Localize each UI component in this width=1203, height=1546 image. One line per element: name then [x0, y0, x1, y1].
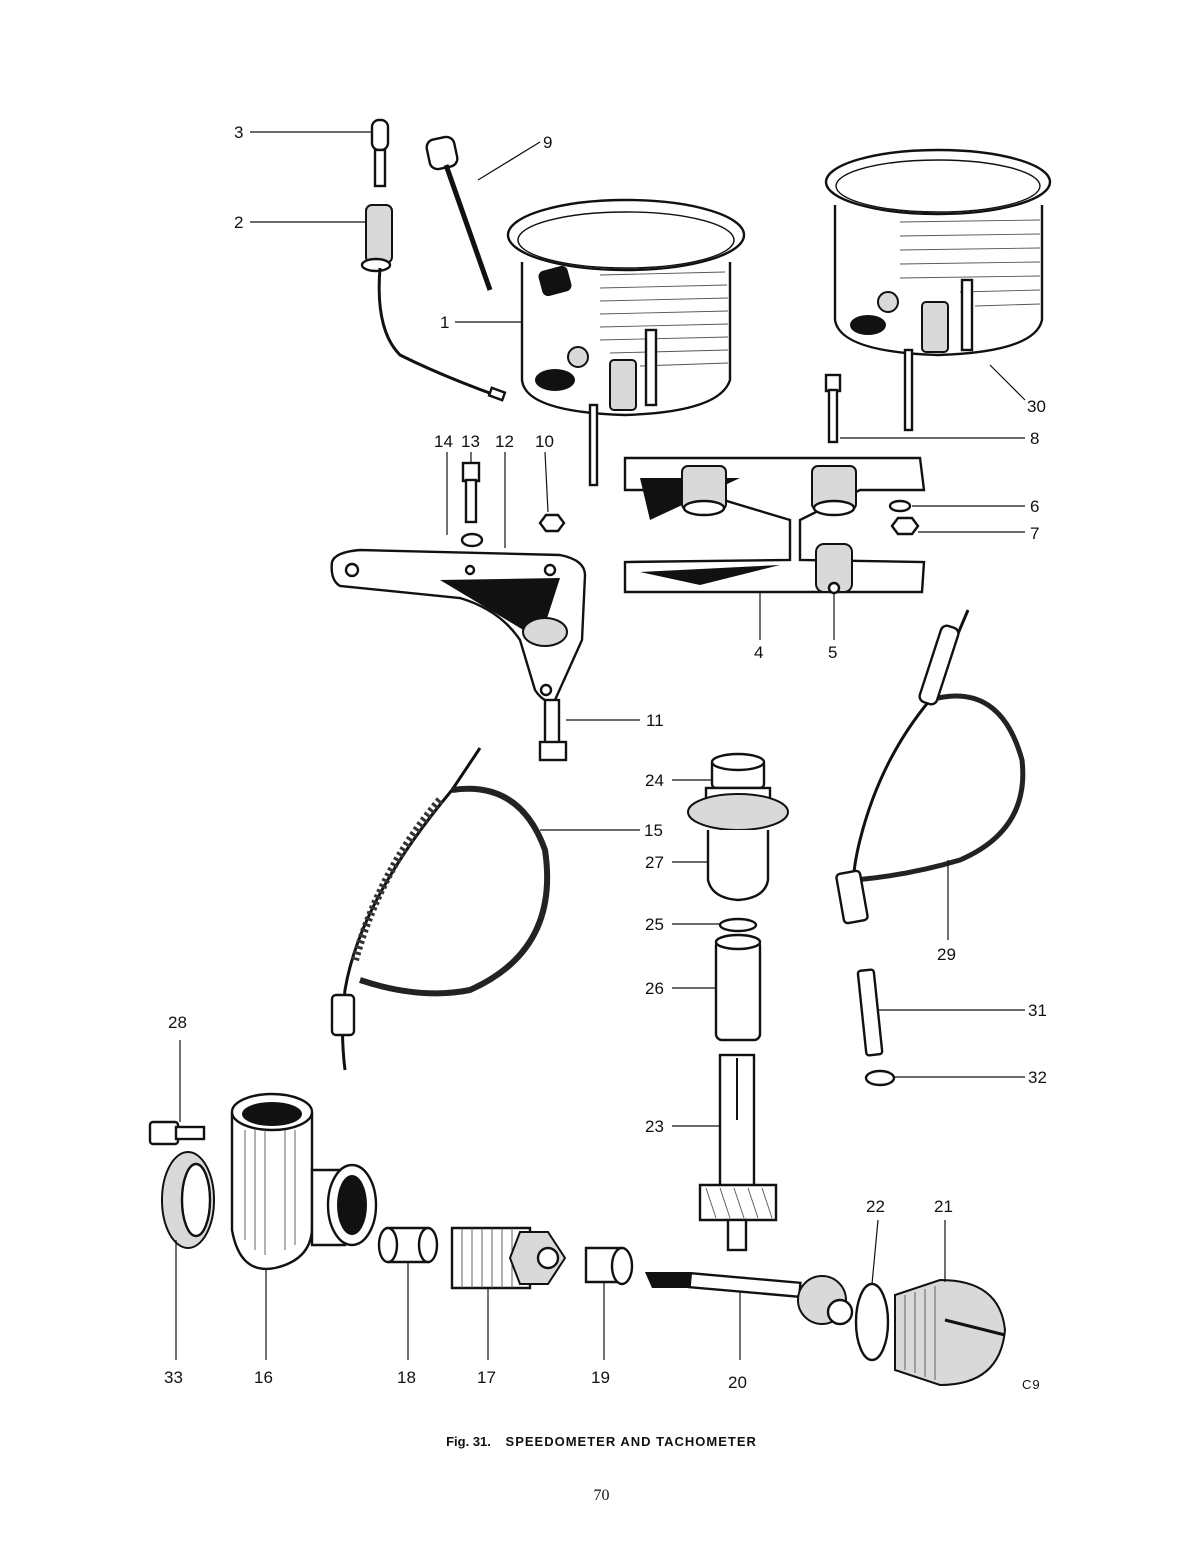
label-18: 18	[397, 1368, 416, 1387]
label-25: 25	[645, 915, 664, 934]
leader-lines	[175, 131, 1026, 1360]
label-3: 3	[234, 123, 243, 142]
side-bracket	[330, 461, 587, 762]
exploded-parts-diagram: 3 2 9 1 30 8 6 7 4 5 14 13 12 10 11 24 1…	[148, 118, 1052, 1392]
label-26: 26	[645, 979, 664, 998]
label-21: 21	[934, 1197, 953, 1216]
label-10: 10	[535, 432, 554, 451]
bolt-washer-nut	[824, 373, 920, 536]
label-5: 5	[828, 643, 837, 662]
label-24: 24	[645, 771, 664, 790]
label-23: 23	[645, 1117, 664, 1136]
key-and-washer	[856, 968, 896, 1087]
figure-title: SPEEDOMETER AND TACHOMETER	[505, 1434, 757, 1449]
label-11: 11	[646, 711, 664, 730]
speedometer-cable	[330, 747, 551, 1071]
instrument-bracket	[623, 456, 926, 595]
part-labels: 3 2 9 1 30 8 6 7 4 5 14 13 12 10 11 24 1…	[164, 123, 1047, 1392]
label-28: 28	[168, 1013, 187, 1032]
label-20: 20	[728, 1373, 747, 1392]
label-13: 13	[461, 432, 480, 451]
label-12: 12	[495, 432, 514, 451]
label-33: 33	[164, 1368, 183, 1387]
label-22: 22	[866, 1197, 885, 1216]
plate-code: C9	[1022, 1377, 1041, 1392]
label-17: 17	[477, 1368, 496, 1387]
speedometer-head	[506, 198, 746, 487]
drive-housing	[687, 752, 789, 1252]
drive-small-parts	[377, 1226, 1007, 1387]
tachometer-head	[824, 148, 1052, 432]
label-8: 8	[1030, 429, 1039, 448]
label-7: 7	[1030, 524, 1039, 543]
label-16: 16	[254, 1368, 273, 1387]
label-9: 9	[543, 133, 552, 152]
label-2: 2	[234, 213, 243, 232]
label-29: 29	[937, 945, 956, 964]
tachometer-cable	[835, 609, 1026, 925]
angle-drive-body	[148, 1092, 378, 1271]
label-1: 1	[440, 313, 449, 332]
figure-caption: Fig. 31. SPEEDOMETER AND TACHOMETER	[0, 1434, 1203, 1449]
bulb-holder-and-lead	[360, 118, 507, 402]
label-14: 14	[434, 432, 453, 451]
label-27: 27	[645, 853, 664, 872]
label-6: 6	[1030, 497, 1039, 516]
label-32: 32	[1028, 1068, 1047, 1087]
figure-number: Fig. 31.	[446, 1434, 491, 1449]
label-4: 4	[754, 643, 763, 662]
page-number: 70	[593, 1487, 610, 1504]
label-19: 19	[591, 1368, 610, 1387]
label-30: 30	[1027, 397, 1046, 416]
trip-reset-knob	[425, 135, 493, 291]
label-15: 15	[644, 821, 663, 840]
label-31: 31	[1028, 1001, 1047, 1020]
